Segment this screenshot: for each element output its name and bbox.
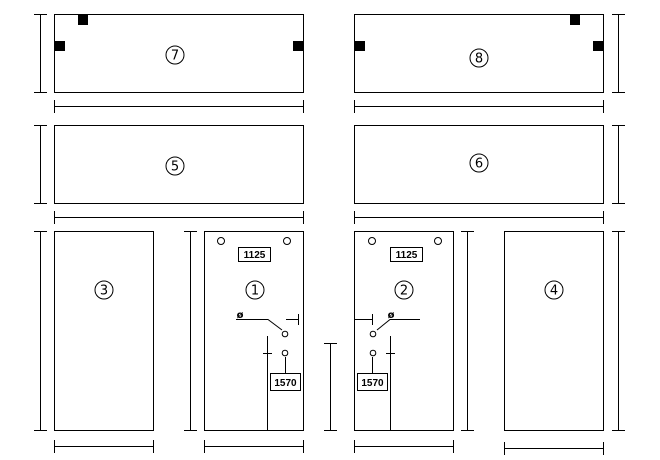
panel-4-number: 4 — [550, 284, 558, 299]
panel-6-number-circle — [469, 153, 489, 173]
panel-1-dim-top-box — [238, 247, 271, 262]
panel-3-number: 3 — [100, 284, 108, 299]
panel-6-number: 6 — [475, 157, 483, 172]
panel-1-leader — [236, 319, 283, 331]
panel-5-number: 5 — [171, 160, 179, 175]
panel-2: 1125 2 ø 1570 — [354, 231, 454, 431]
panel-6-dimensions — [354, 125, 625, 224]
panel-8: 8 — [354, 14, 604, 93]
panel-3-outline — [54, 231, 154, 431]
panel-2-dim-bottom: 1570 — [361, 378, 384, 389]
panel-1-outline — [204, 231, 304, 431]
panel-3-dimensions — [34, 231, 154, 453]
panel-2-diameter-symbol: ø — [388, 310, 395, 321]
panel-1-number: 1 — [251, 284, 259, 299]
panel-4-number-circle — [544, 280, 564, 300]
panel-1-hole-left — [217, 237, 225, 245]
panel-2-outline — [354, 231, 454, 431]
panel-8-outline — [354, 14, 604, 93]
panel-2-number-circle — [394, 280, 414, 300]
panel-8-marker-right — [593, 41, 603, 51]
panel-8-dimensions — [354, 14, 625, 113]
panel-6-outline — [354, 125, 604, 204]
panel-4-outline — [504, 231, 604, 431]
panel-1-dimensions — [184, 231, 337, 453]
panel-1-diameter-symbol: ø — [237, 310, 244, 321]
panel-2-leader — [376, 319, 420, 331]
panel-2-dimensions — [354, 231, 474, 453]
panel-4: 4 — [504, 231, 604, 431]
panel-7-number-circle — [165, 45, 185, 65]
panel-2-hole-left — [368, 237, 376, 245]
panel-1-dim-top: 1125 — [244, 250, 266, 261]
panel-5: 5 — [54, 125, 304, 204]
panel-2-dim-top-box — [390, 247, 423, 262]
panel-5-dimensions — [34, 125, 304, 224]
panel-8-marker-top — [570, 15, 580, 25]
panel-2-hole-right — [434, 237, 442, 245]
panel-4-dimensions — [504, 231, 625, 455]
panel-8-marker-left — [355, 41, 365, 51]
panel-1-hole-a — [281, 330, 289, 338]
panel-7-marker-top — [78, 15, 88, 25]
panel-1-hole-right — [283, 237, 291, 245]
panel-5-outline — [54, 125, 304, 204]
panel-8-number-circle — [469, 48, 489, 68]
panel-1: 1125 1 ø 1570 — [204, 231, 304, 431]
panel-7: 7 — [54, 14, 304, 93]
panel-7-marker-right — [293, 41, 303, 51]
panel-7-number: 7 — [171, 49, 179, 64]
panel-2-dim-bottom-box — [357, 373, 388, 391]
panel-3: 3 — [54, 231, 154, 431]
panel-5-number-circle — [165, 156, 185, 176]
panel-7-outline — [54, 14, 304, 93]
panel-1-number-circle — [245, 280, 265, 300]
panel-3-number-circle — [94, 280, 114, 300]
panel-1-hole-b — [281, 349, 289, 357]
panel-2-number: 2 — [400, 284, 408, 299]
panel-2-hole-b — [369, 349, 377, 357]
panel-7-dimensions — [34, 14, 304, 113]
panel-2-hole-a — [369, 330, 377, 338]
panel-1-dim-bottom: 1570 — [274, 378, 297, 389]
panel-6: 6 — [354, 125, 604, 204]
panel-2-dim-top: 1125 — [396, 250, 418, 261]
panel-7-marker-left — [55, 41, 65, 51]
panel-8-number: 8 — [475, 52, 483, 67]
panel-1-dim-bottom-box — [270, 373, 301, 391]
